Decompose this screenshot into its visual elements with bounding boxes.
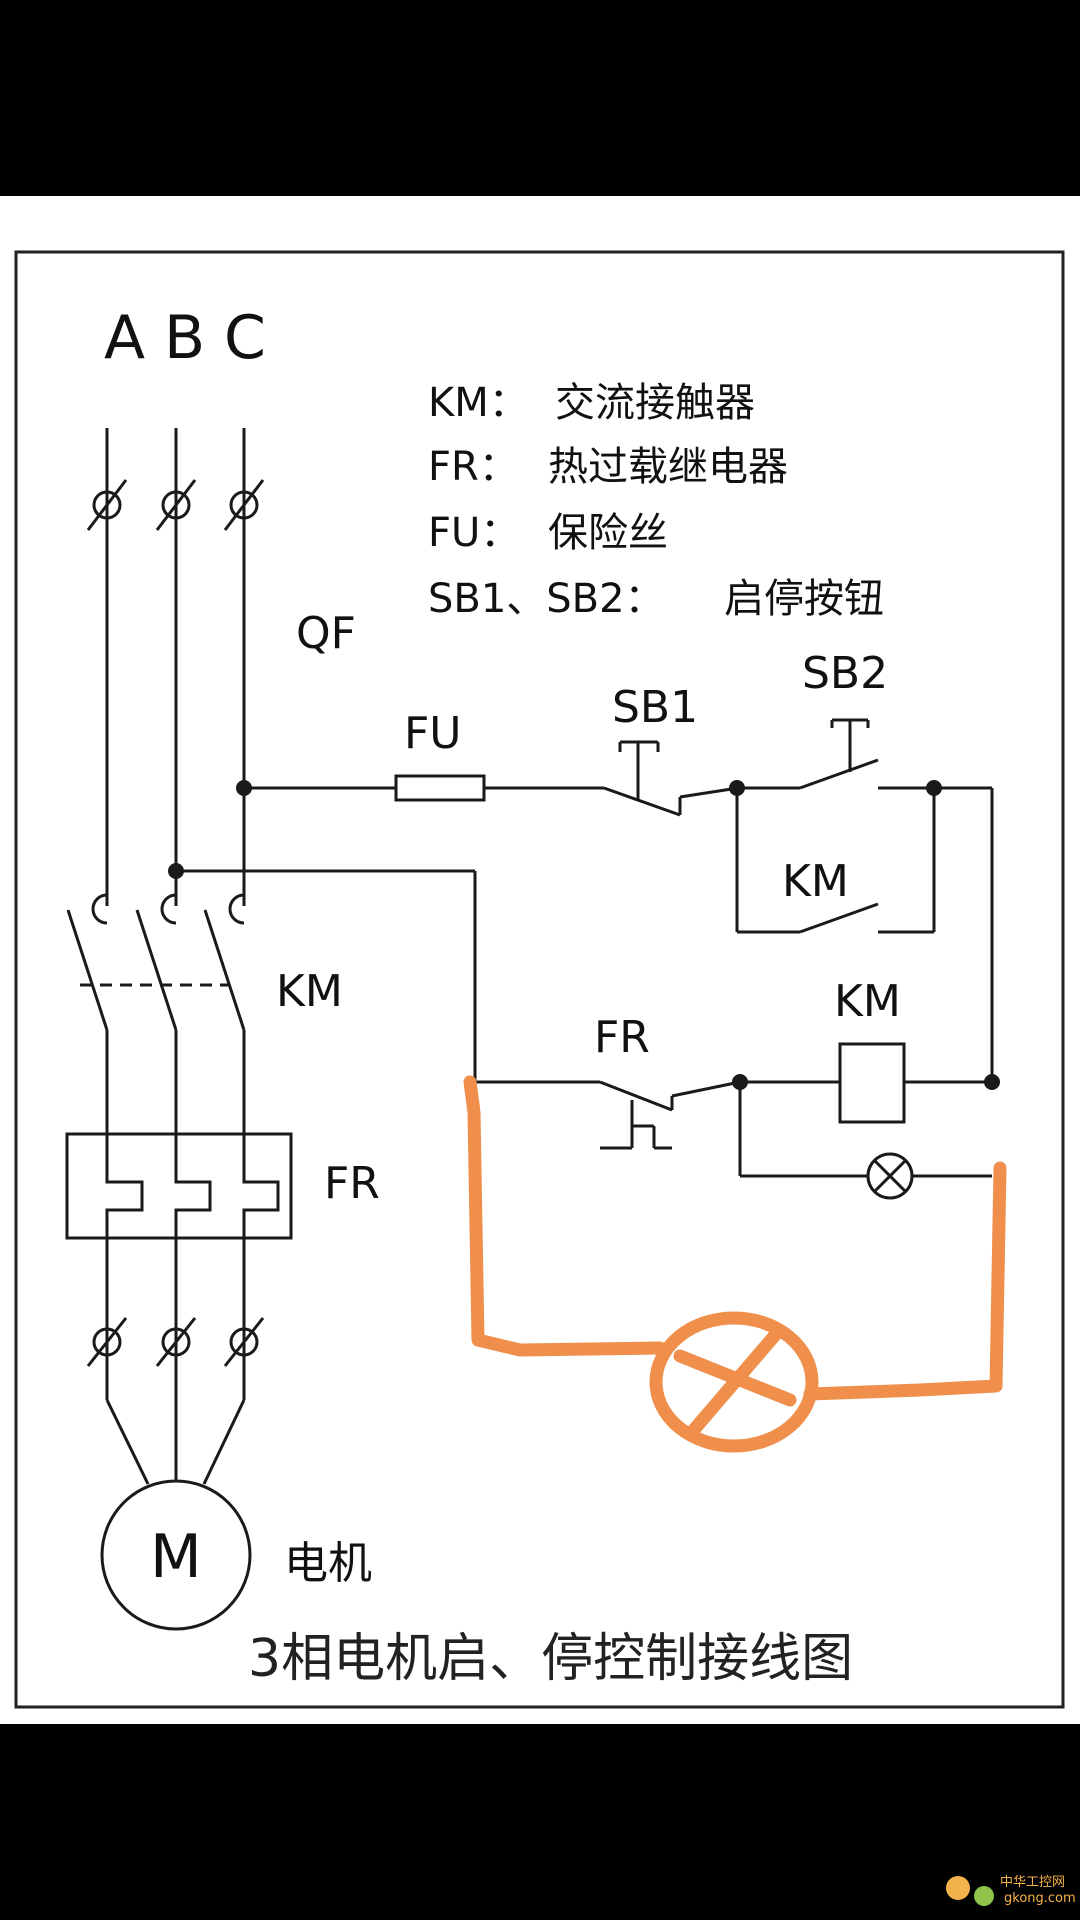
legend-code-sb: SB1、SB2： [428,576,665,622]
qf-label: QF [296,608,356,659]
motor-text: 电机 [284,1538,372,1589]
fr-thermal-relay [65,1132,293,1240]
km-coil-label: KM [834,976,901,1027]
sb1-label: SB1 [612,682,698,733]
legend-code-fr: FR： [428,444,519,490]
fu-label: FU [404,708,462,759]
legend-desc-km: 交流接触器 [555,380,755,426]
km-main-contacts [66,893,246,1134]
hand-drawn-lamp-annotation [463,1075,1007,1453]
phase-label-b: B [164,303,205,373]
watermark-line1: 中华工控网 [1000,1875,1065,1890]
watermark-logo: 中华工控网 gkong.com [946,1875,1076,1906]
legend-desc-fr: 热过载继电器 [548,444,788,490]
fr-relay-label: FR [324,1158,380,1209]
motor-label: M [150,1522,202,1592]
diagram-frame [14,250,1065,1709]
km-main-label: KM [276,966,343,1017]
motor-feed-lines [86,1238,265,1485]
sb2-label: SB2 [802,648,888,699]
legend: KM： 交流接触器 FR： 热过载继电器 FU： 保险丝 SB1、SB2： 启停… [428,380,884,622]
phase-label-c: C [224,303,266,373]
legend-desc-sb: 启停按钮 [724,576,884,622]
legend-desc-fu: 保险丝 [548,510,668,556]
junction-dots [168,780,1000,1090]
motor-symbol [100,1479,252,1631]
fr-contact-label: FR [594,1012,650,1063]
watermark-line2: gkong.com [1004,1891,1076,1906]
diagram-title: 3相电机启、停控制接线图 [248,1629,853,1689]
legend-code-km: KM： [428,380,529,426]
page-background [0,196,1080,1724]
qf-breaker-symbols [86,479,265,531]
legend-code-fu: FU： [428,510,520,556]
phase-label-a: A [104,303,145,373]
km-hold-label: KM [782,856,849,907]
